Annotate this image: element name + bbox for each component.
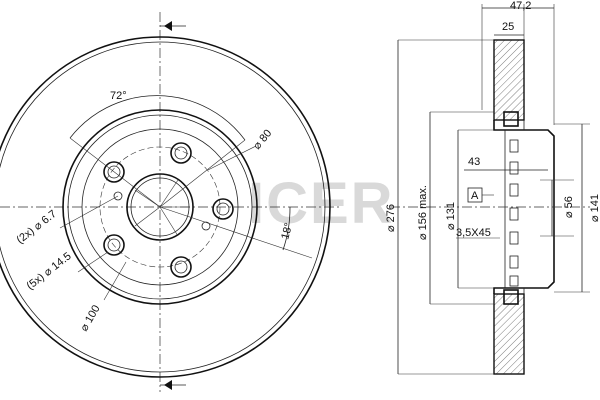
bolt-hole-inner [174, 146, 188, 160]
d131-label: ⌀ 131 [445, 202, 457, 230]
friction-ring-top [493, 39, 525, 121]
friction-ring-bottom [493, 293, 525, 375]
d80-label: ⌀ 80 [251, 127, 274, 152]
bolt-hole-inner [107, 165, 121, 179]
holes-5x-leader [77, 251, 109, 273]
angle-18-label: 18° [279, 222, 295, 241]
center-bore-outer [126, 173, 194, 241]
bolt-hole-inner [216, 202, 230, 216]
d56-label: ⌀ 56 [563, 196, 575, 218]
angle-72-leader [159, 139, 246, 208]
bolt-hole-inner [107, 238, 121, 252]
section-arrowhead-bottom [164, 380, 172, 390]
angle-72-leader [69, 137, 161, 208]
small-hole [201, 221, 211, 231]
datum-label: A [471, 190, 479, 202]
d80-leader [207, 145, 257, 171]
holes-2x-label: (2x) ⌀ 6.7 [14, 208, 58, 246]
section-arrowhead-top [164, 21, 172, 31]
dim-43-label: 43 [468, 156, 480, 168]
dim-47-label: 47,2 [510, 0, 531, 12]
hat-inner-circle [67, 114, 253, 300]
bolt-hole [212, 198, 234, 220]
pcd-leader [103, 261, 127, 301]
d141-label: ⌀ 141 [589, 194, 600, 222]
d276-label: ⌀ 276 [385, 204, 397, 232]
bolt-bottom [503, 289, 519, 305]
bolt-hole [103, 161, 125, 183]
angle-72-arc [69, 95, 246, 141]
bolt-holes [103, 142, 234, 278]
pitch-circle [99, 146, 221, 268]
bolt-hole [170, 256, 192, 278]
small-hole [113, 191, 123, 201]
angle-18-leader [159, 206, 313, 259]
bolt-top [503, 111, 519, 127]
bolt-hole [170, 142, 192, 164]
chamfer-label: 3,5X45 [456, 227, 491, 239]
hat-outer-circle [62, 109, 258, 305]
disc-outer-edge [0, 36, 331, 378]
vent-slots [509, 139, 519, 287]
holes-2x-leader [59, 195, 119, 229]
hat-outline [493, 120, 555, 294]
watermark-logo: ICER [248, 171, 395, 236]
bolt-hole [103, 234, 125, 256]
side-view: 47,2 25 ⌀ 276 [385, 0, 600, 375]
dim-25-label: 25 [502, 21, 514, 33]
angle-72-label: 72° [110, 90, 127, 102]
holes-5x-label: (5x) ⌀ 14.5 [24, 250, 73, 292]
bolt-hole-inner [174, 260, 188, 274]
pcd-label: ⌀ 100 [78, 303, 102, 333]
bore-radial-lines [134, 179, 190, 237]
hat-step-circle [81, 128, 239, 286]
angle-18-arc [282, 206, 291, 251]
disc-outer-rim [0, 41, 326, 373]
d156-label: ⌀ 156 max. [417, 185, 429, 240]
